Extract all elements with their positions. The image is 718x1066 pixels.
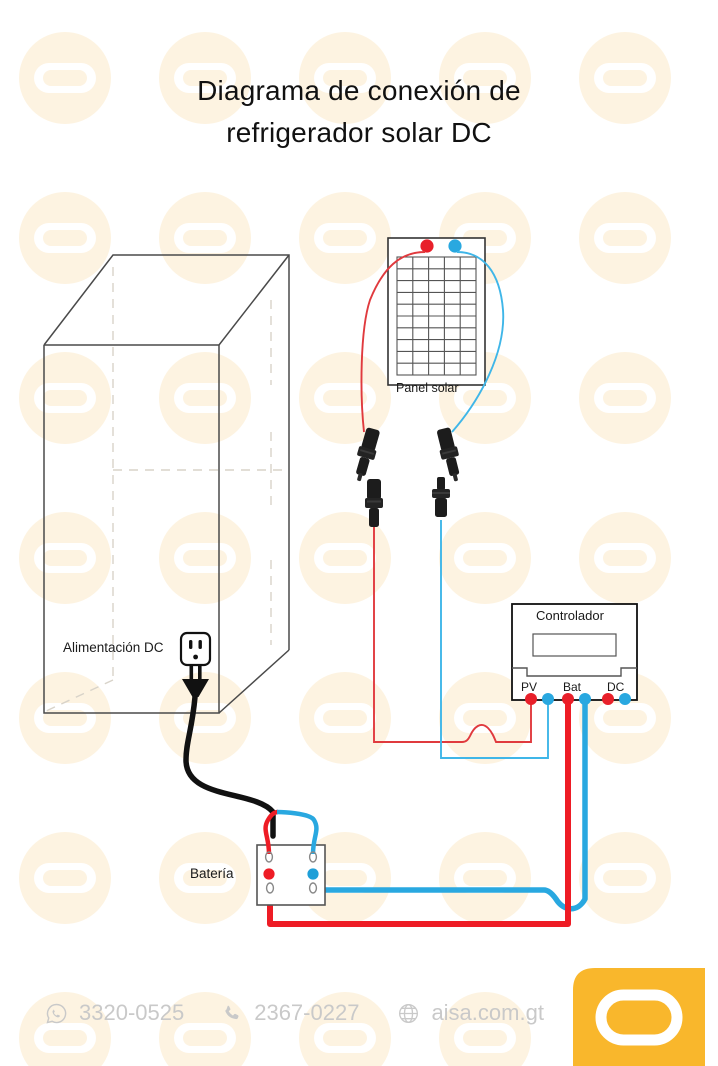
company-logo — [573, 968, 705, 1066]
title-line-2: refrigerador solar DC — [226, 117, 492, 148]
wire-mc4-to-controller-pv-negative — [440, 520, 549, 759]
wire-battery-positive-lead — [263, 809, 279, 855]
phone-number: 2367-0227 — [254, 1000, 360, 1025]
mc4-connector-upper-left — [356, 427, 380, 482]
solar-panel — [387, 237, 486, 386]
globe-icon — [397, 1002, 420, 1025]
battery-terminal-positive — [263, 868, 275, 880]
controller-terminal-pv-positive — [525, 693, 537, 705]
controller-terminal-pv-negative — [542, 693, 554, 705]
website-url: aisa.com.gt — [431, 1000, 544, 1025]
wire-controller-bat-negative-to-battery — [277, 700, 588, 912]
controller — [511, 603, 638, 705]
label-terminal-bat: Bat — [563, 680, 582, 694]
power-outlet-icon — [179, 631, 212, 667]
panel-terminal-negative — [448, 239, 462, 253]
label-terminal-dc: DC — [607, 680, 625, 694]
panel-terminal-positive — [420, 239, 434, 253]
whatsapp-number: 3320-0525 — [79, 1000, 185, 1025]
battery — [256, 809, 326, 906]
controller-terminal-dc-positive — [602, 693, 614, 705]
power-plug-icon — [182, 665, 209, 697]
wire-battery-negative-lead — [276, 809, 319, 855]
controller-display — [532, 633, 617, 657]
label-battery: Batería — [190, 866, 234, 881]
title-line-1: Diagrama de conexión de — [197, 75, 521, 106]
wire-panel-negative-to-mc4 — [451, 251, 505, 433]
whatsapp-icon — [45, 1002, 68, 1025]
label-controller: Controlador — [536, 608, 604, 623]
page-title: Diagrama de conexión de refrigerador sol… — [0, 70, 718, 154]
battery-terminal-negative — [307, 868, 319, 880]
mc4-connector-lower-left — [365, 479, 383, 527]
mc4-connector-lower-right — [432, 477, 450, 517]
refrigerator — [43, 254, 290, 714]
wire-mc4-to-controller-pv-positive — [373, 520, 532, 743]
label-power-supply: Alimentación DC — [63, 640, 164, 655]
footer-contact-bar: 3320-0525 2367-0227 aisa.com.gt — [0, 988, 560, 1038]
mc4-connector-upper-right — [437, 427, 460, 482]
wire-refrigerator-to-battery — [183, 694, 276, 839]
phone-icon — [222, 1003, 243, 1024]
controller-terminal-dc-negative — [619, 693, 631, 705]
controller-terminal-bat-negative — [579, 693, 591, 705]
wire-panel-positive-to-mc4 — [360, 251, 426, 433]
label-solar-panel: Panel solar — [396, 381, 459, 395]
label-terminal-pv: PV — [521, 680, 538, 694]
